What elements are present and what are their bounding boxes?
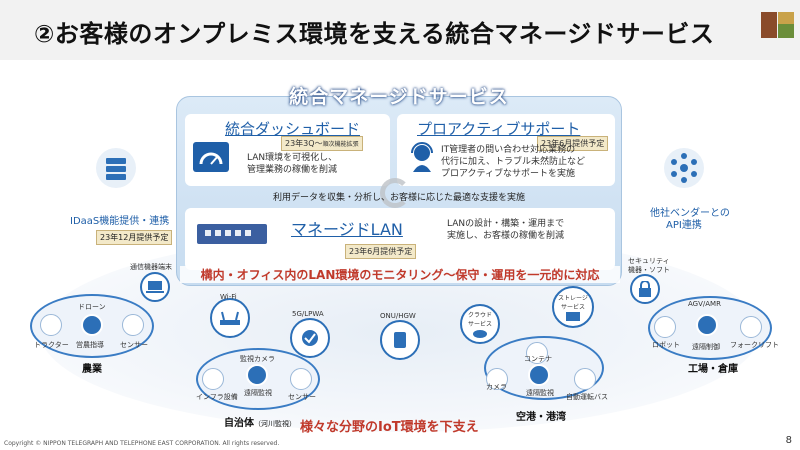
managed-lan-badge: 23年6月提供予定 <box>345 244 417 259</box>
wifi-bubble <box>210 298 250 338</box>
airport-camera-label: カメラ <box>486 383 507 391</box>
security-label-1: セキュリティ <box>628 257 670 265</box>
bridge-icon <box>202 368 224 390</box>
forklift-label: フォークリフト <box>730 341 779 349</box>
onu-label: ONU/HGW <box>380 312 416 320</box>
bus-icon <box>574 368 596 390</box>
diagram-stage: 統合マネージドサービス 統合ダッシュボード 23年3Q～順次機能拡張 LAN環境… <box>0 62 800 437</box>
dashboard-badge-sub: 順次機能拡張 <box>322 141 359 148</box>
proactive-desc-2: 代行に加え、トラブル未然防止など <box>441 157 586 167</box>
idaas-label: IDaaS機能提供・連携 <box>70 216 170 227</box>
corner-decoration <box>761 12 777 38</box>
service-center-text: 利用データを収集・分析し、お客様に応じた最適な支援を実施 <box>272 193 525 203</box>
cloud-icon <box>473 330 487 338</box>
router-icon <box>220 311 240 325</box>
city-remote-label: 遠隔監視 <box>244 389 272 397</box>
idaas-badge: 23年12月提供予定 <box>96 230 173 245</box>
onu-icon <box>394 332 406 348</box>
signal-icon <box>302 330 318 346</box>
api-label-1: 他社ベンダーとの <box>650 208 730 219</box>
agri-sensor-label: センサー <box>120 341 148 349</box>
city-sensor-label: センサー <box>288 393 316 401</box>
cloud-bubble: クラウド サービス <box>460 304 500 344</box>
bus-label: 自動運転バス <box>566 393 608 401</box>
managed-lan-title: マネージドLAN <box>291 220 403 239</box>
comm-device-label: 通信機器端末 <box>130 263 172 271</box>
container-label: コンテナ <box>524 355 552 363</box>
person-icon <box>528 364 550 386</box>
person-icon <box>81 314 103 336</box>
camera-icon <box>486 368 508 390</box>
person-icon <box>246 364 268 386</box>
managed-lan-desc-2: 実施し、お客様の稼働を削減 <box>447 231 565 241</box>
dashboard-title: 統合ダッシュボード <box>225 120 361 138</box>
dashboard-desc-1: LAN環境を可視化し、 <box>247 153 338 163</box>
city-sub: （河川監視） <box>254 420 296 428</box>
dashboard-desc-2: 管理業務の稼働を削減 <box>247 165 338 175</box>
storage-label-1: ストレージ <box>558 295 588 302</box>
iot-banner: 様々な分野のIoT環境を下支え <box>300 420 479 435</box>
forklift-icon <box>740 316 762 338</box>
camera-label: 監視カメラ <box>240 355 275 363</box>
lpwa-label: 5G/LPWA <box>292 310 324 318</box>
robot-icon <box>654 316 676 338</box>
infra-label: インフラ設備 <box>196 393 238 401</box>
cloud-label-2: サービス <box>467 321 492 328</box>
person-icon <box>696 314 718 336</box>
page-title: ②お客様のオンプレミス環境を支える統合マネージドサービス <box>34 20 715 48</box>
laptop-bubble <box>140 272 170 302</box>
lan-monitoring-banner: 構内・オフィス内のLAN環境のモニタリング～保守・運用を一元的に対応 <box>180 266 620 283</box>
city-name: 自治体 <box>224 418 254 429</box>
corner-decoration <box>778 24 794 38</box>
drone-label: ドローン <box>78 303 106 311</box>
sensor-icon <box>290 368 312 390</box>
factory-label: 工場・倉庫 <box>688 364 738 375</box>
tractor-icon <box>40 314 62 336</box>
server-icon <box>96 148 136 188</box>
managed-lan-card: マネージドLAN 23年6月提供予定 LANの設計・構築・運用まで 実施し、お客… <box>185 208 615 270</box>
copyright: Copyright © NIPPON TELEGRAPH AND TELEPHO… <box>4 440 280 447</box>
dashboard-badge: 23年3Q～順次機能拡張 <box>281 136 363 151</box>
service-title: 統合マネージドサービス <box>289 86 509 108</box>
dashboard-badge-main: 23年3Q～ <box>285 139 323 148</box>
managed-lan-desc-1: LANの設計・構築・運用まで <box>447 219 565 229</box>
network-hub-icon <box>664 148 704 188</box>
airport-remote-label: 遠隔監視 <box>526 389 554 397</box>
robot-label: ロボット <box>652 341 680 349</box>
laptop-icon <box>146 281 164 293</box>
headset-icon <box>411 142 433 172</box>
proactive-title: プロアクティブサポート <box>417 120 581 138</box>
gauge-icon <box>193 142 229 172</box>
cloud-label-1: クラウド <box>467 312 492 319</box>
city-label: 自治体（河川監視） <box>224 414 296 429</box>
header-band: ②お客様のオンプレミス環境を支える統合マネージドサービス <box>0 0 800 60</box>
folder-icon <box>566 312 580 321</box>
switch-icon <box>197 224 267 244</box>
proactive-desc-3: プロアクティブなサポートを実施 <box>441 169 576 179</box>
sync-icon <box>380 178 410 208</box>
storage-label-2: サービス <box>560 304 585 311</box>
proactive-badge: 23年6月提供予定 <box>537 136 609 151</box>
lock-icon <box>639 281 651 297</box>
page-number: 8 <box>785 435 792 446</box>
control-label: 遠隔制御 <box>692 343 720 351</box>
tractor-label: トラクター <box>34 341 69 349</box>
wifi-label: Wi-Fi <box>220 293 237 301</box>
onu-bubble <box>380 320 420 360</box>
agriculture-label: 農業 <box>82 364 102 375</box>
container-icon <box>526 342 548 364</box>
proactive-desc-1: IT管理者の問い合わせ対応業務の <box>441 145 576 155</box>
lpwa-bubble <box>290 318 330 358</box>
sensor-icon <box>122 314 144 336</box>
api-label-2: API連携 <box>666 220 702 231</box>
proactive-card: プロアクティブサポート 23年6月提供予定 IT管理者の問い合わせ対応業務の 代… <box>397 114 615 186</box>
airport-label: 空港・港湾 <box>516 412 566 423</box>
security-bubble <box>630 274 660 304</box>
agv-label: AGV/AMR <box>688 300 721 308</box>
security-label-2: 機器・ソフト <box>628 266 670 274</box>
guidance-label: 営農指導 <box>76 341 104 349</box>
storage-bubble: ストレージ サービス <box>552 286 594 328</box>
dashboard-card: 統合ダッシュボード 23年3Q～順次機能拡張 LAN環境を可視化し、 管理業務の… <box>185 114 390 186</box>
